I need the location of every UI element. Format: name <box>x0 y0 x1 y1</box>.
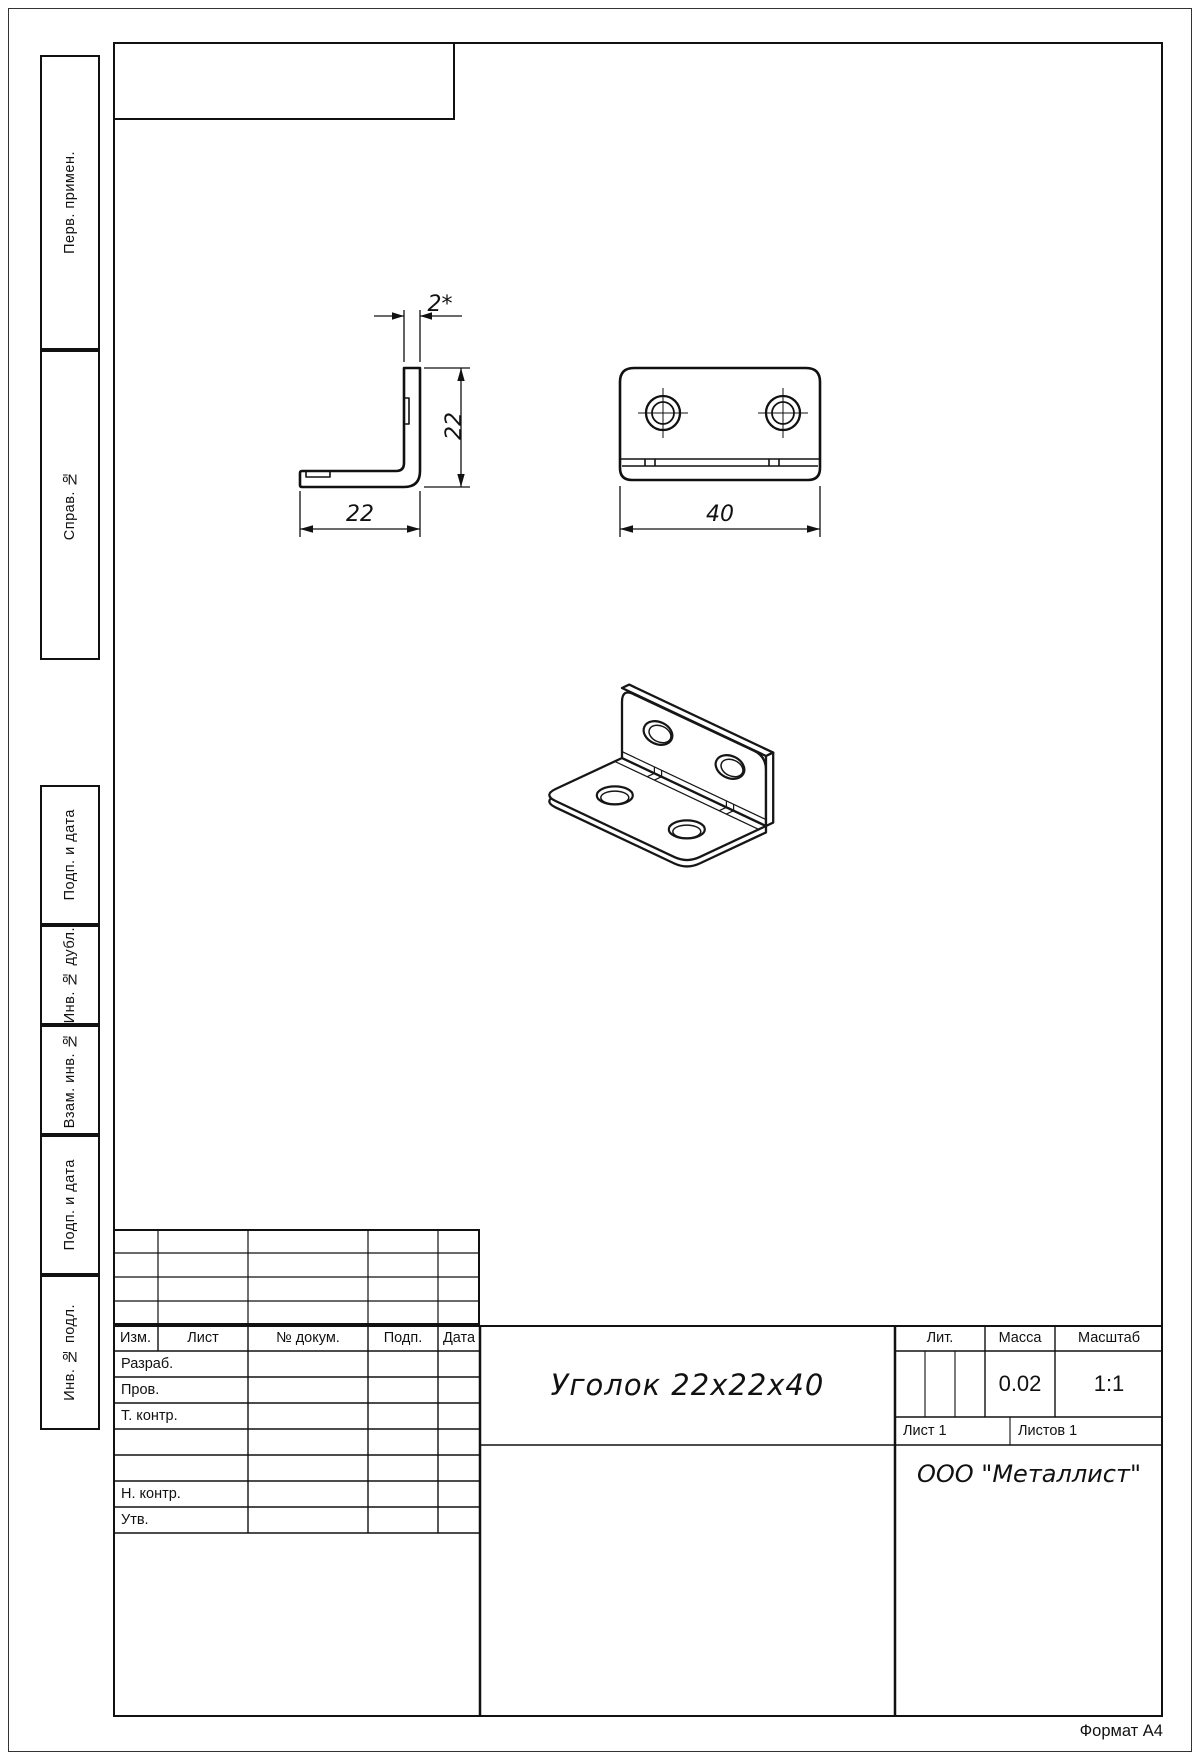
document-title: Уголок 22х22х40 <box>550 1367 825 1402</box>
margin-box-inv-dubl: Инв. № дубл. <box>40 925 100 1025</box>
margin-box-podp-data-1: Подп. и дата <box>40 785 100 925</box>
tb-massa-value: 0.02 <box>998 1371 1042 1396</box>
tb-role-prov: Пров. <box>121 1381 160 1398</box>
change-record-table <box>113 1229 480 1325</box>
margin-box-podp-data-2: Подп. и дата <box>40 1135 100 1275</box>
margin-label-vzam-inv: Взам. инв. № <box>62 1031 78 1129</box>
margin-box-inv-podl: Инв. № подл. <box>40 1275 100 1430</box>
margin-box-sprav-no: Справ. № <box>40 350 100 660</box>
margin-label-podp-data-2: Подп. и дата <box>62 1159 78 1251</box>
tb-masshtab-value: 1:1 <box>1093 1371 1125 1396</box>
margin-label-inv-podl: Инв. № подл. <box>62 1304 78 1401</box>
margin-box-perv-primen: Перв. примен. <box>40 55 100 350</box>
dim-front-length: 40 <box>706 501 734 527</box>
tb-role-n-kontr: Н. контр. <box>121 1485 181 1502</box>
format-note: Формат А4 <box>1079 1721 1163 1740</box>
tb-header-data: Дата <box>442 1329 476 1346</box>
tb-list-info: Лист 1 <box>903 1422 947 1439</box>
tb-massa-label: Масса <box>998 1329 1042 1346</box>
tb-role-t-kontr: Т. контр. <box>121 1407 178 1424</box>
tb-role-utv: Утв. <box>121 1511 149 1528</box>
margin-label-podp-data-1: Подп. и дата <box>62 809 78 901</box>
tb-header-podp: Подп. <box>383 1329 423 1346</box>
margin-label-sprav-no: Справ. № <box>62 469 78 541</box>
tb-listov-info: Листов 1 <box>1018 1422 1078 1439</box>
margin-box-vzam-inv: Взам. инв. № <box>40 1025 100 1135</box>
tb-header-list: Лист <box>187 1329 219 1346</box>
margin-label-inv-dubl: Инв. № дубл. <box>62 926 78 1024</box>
dim-thickness: 2* <box>427 291 453 317</box>
margin-label-perv-primen: Перв. примен. <box>62 151 78 254</box>
tb-lit-label: Лит. <box>926 1329 954 1346</box>
tb-header-no-dokum: № докум. <box>276 1329 340 1346</box>
tb-company: ООО "Металлист" <box>917 1460 1141 1488</box>
tb-masshtab-label: Масштаб <box>1077 1329 1141 1346</box>
top-designation-box <box>113 42 455 120</box>
dim-side-height: 22 <box>441 412 467 440</box>
dim-side-width: 22 <box>346 501 374 527</box>
page-border <box>8 8 1192 1752</box>
tb-header-izm: Изм. <box>119 1329 152 1346</box>
tb-role-razrab: Разраб. <box>121 1355 174 1372</box>
